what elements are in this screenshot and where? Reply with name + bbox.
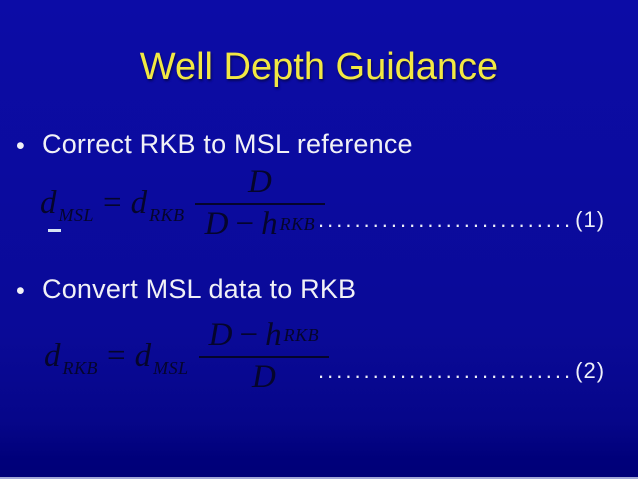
equation-1-leader: ............................(1) xyxy=(318,207,605,233)
bullet-text-correct-rkb: Correct RKB to MSL reference xyxy=(42,129,413,159)
equation-1-number: (1) xyxy=(575,207,606,232)
equation-2-leader-dots: ............................ xyxy=(318,358,574,383)
eq2-denominator: D xyxy=(242,358,286,396)
eq2-fraction-bar xyxy=(198,355,330,358)
eq2-denominator-D: D xyxy=(251,358,276,395)
eq2-equals-sign: = xyxy=(107,338,126,375)
bullet-item-convert-msl: • Convert MSL data to RKB xyxy=(16,274,356,308)
eq1-lhs-subscript: MSL xyxy=(58,205,95,226)
bullet-marker: • xyxy=(16,132,25,160)
eq1-numerator: D xyxy=(238,164,282,201)
eq2-rhs-subscript: MSL xyxy=(153,358,189,379)
slide-title: Well Depth Guidance xyxy=(139,46,499,88)
eq1-equals-sign: = xyxy=(103,185,122,222)
bullet-marker: • xyxy=(16,277,25,305)
eq1-denominator-h-subscript: RKB xyxy=(279,213,316,234)
equation-1-leader-dots: ............................ xyxy=(318,207,574,232)
equation-2-number: (2) xyxy=(575,358,606,383)
eq1-minus-sign: − xyxy=(235,205,255,242)
eq2-rhs-base: d xyxy=(134,338,152,375)
eq2-numerator-h-subscript: RKB xyxy=(283,325,320,345)
bullet-text-convert-msl: Convert MSL data to RKB xyxy=(42,274,357,304)
eq1-rhs-subscript: RKB xyxy=(149,205,185,226)
bottom-edge-line xyxy=(0,477,638,479)
eq1-denominator-D: D xyxy=(204,205,229,242)
eq2-lhs-subscript: RKB xyxy=(62,358,98,379)
eq1-lhs-base: d xyxy=(40,185,57,222)
eq2-minus-sign: − xyxy=(239,317,259,353)
eq2-numerator-D: D xyxy=(208,317,233,353)
eq2-lhs-base: d xyxy=(44,338,61,375)
underscore-mark xyxy=(48,229,61,232)
eq1-denominator-h: h xyxy=(261,205,278,242)
eq1-fraction-bar xyxy=(194,202,326,205)
eq2-numerator-h: h xyxy=(265,317,282,353)
bullet-item-correct-rkb: • Correct RKB to MSL reference xyxy=(16,129,413,163)
equation-2-leader: ............................(2) xyxy=(318,358,605,384)
eq1-numerator-D: D xyxy=(247,164,272,200)
eq1-rhs-base: d xyxy=(130,185,148,222)
